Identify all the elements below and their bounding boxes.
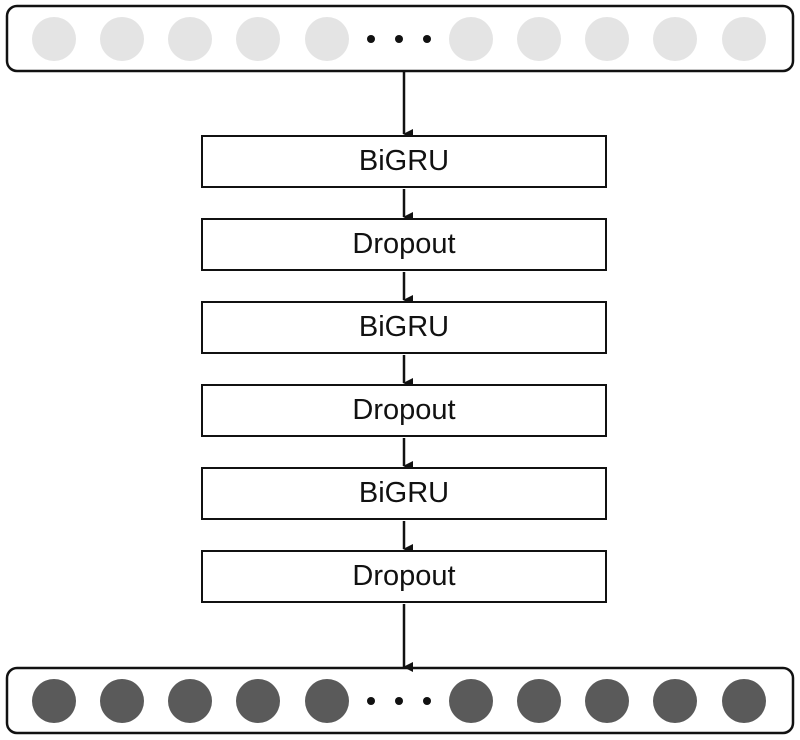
output-node bbox=[653, 679, 697, 723]
output-ellipsis bbox=[367, 697, 431, 705]
output-node bbox=[305, 679, 349, 723]
input-ellipsis-dot bbox=[423, 35, 431, 43]
layer-dropout-3: Dropout bbox=[201, 550, 607, 603]
output-ellipsis-dot bbox=[395, 697, 403, 705]
input-node bbox=[449, 17, 493, 61]
input-node bbox=[722, 17, 766, 61]
output-node bbox=[32, 679, 76, 723]
output-node bbox=[722, 679, 766, 723]
input-node bbox=[236, 17, 280, 61]
layer-bigru-1: BiGRU bbox=[201, 135, 607, 188]
layer-bigru-2: BiGRU bbox=[201, 301, 607, 354]
layer-label: BiGRU bbox=[358, 145, 450, 177]
input-node bbox=[100, 17, 144, 61]
layer-label: Dropout bbox=[352, 228, 456, 260]
layer-label: BiGRU bbox=[358, 477, 450, 509]
layer-dropout-1: Dropout bbox=[201, 218, 607, 271]
output-ellipsis-dot bbox=[423, 697, 431, 705]
input-node bbox=[32, 17, 76, 61]
input-node bbox=[653, 17, 697, 61]
input-nodes bbox=[32, 17, 766, 61]
input-node bbox=[168, 17, 212, 61]
output-node bbox=[449, 679, 493, 723]
layer-label: BiGRU bbox=[358, 311, 450, 343]
output-ellipsis-dot bbox=[367, 697, 375, 705]
layer-bigru-3: BiGRU bbox=[201, 467, 607, 520]
input-ellipsis-dot bbox=[395, 35, 403, 43]
output-node bbox=[585, 679, 629, 723]
output-node bbox=[100, 679, 144, 723]
output-node bbox=[236, 679, 280, 723]
layer-label: Dropout bbox=[352, 394, 456, 426]
layer-dropout-2: Dropout bbox=[201, 384, 607, 437]
output-node bbox=[517, 679, 561, 723]
input-ellipsis bbox=[367, 35, 431, 43]
layer-label: Dropout bbox=[352, 560, 456, 592]
input-node bbox=[517, 17, 561, 61]
output-nodes bbox=[32, 679, 766, 723]
input-node bbox=[585, 17, 629, 61]
input-ellipsis-dot bbox=[367, 35, 375, 43]
input-node bbox=[305, 17, 349, 61]
output-node bbox=[168, 679, 212, 723]
